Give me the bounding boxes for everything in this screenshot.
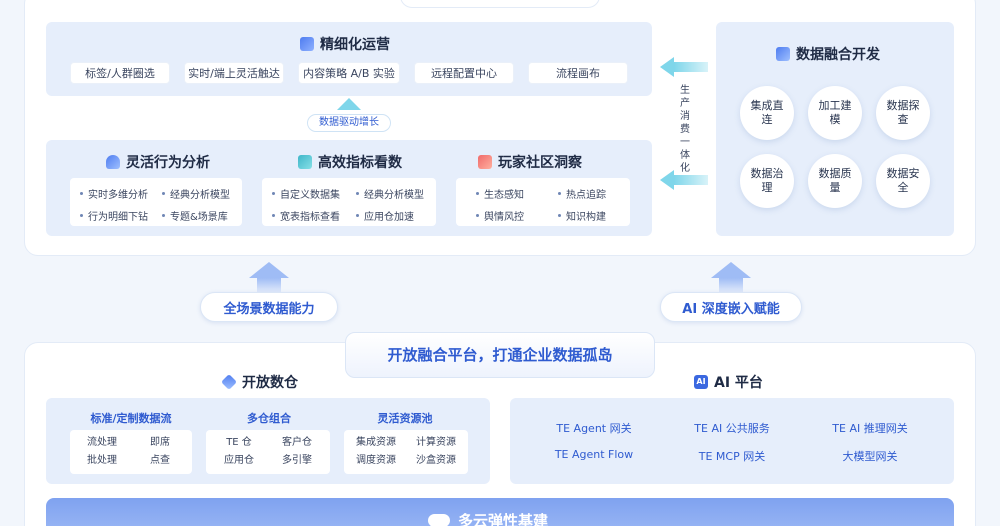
fusion-circle: 加工建模 [808, 86, 862, 140]
list-item: 知识构建 [558, 204, 606, 226]
group-cell: 计算资源 [416, 437, 456, 448]
fusion-circle: 数据安全 [876, 154, 930, 208]
metrics-list-2: 经典分析模型 应用仓加速 [356, 182, 424, 226]
cloud-icon [428, 514, 450, 526]
group-card [206, 430, 330, 474]
ai-item: TE Agent 网关 [556, 422, 632, 435]
fusion-title: 数据融合开发 [776, 44, 880, 64]
ai-item: TE Agent Flow [554, 448, 634, 461]
fusion-circle: 数据探查 [876, 86, 930, 140]
fusion-circle: 数据质量 [808, 154, 862, 208]
community-title: 玩家社区洞察 [478, 152, 582, 172]
up-arrow-shaft [257, 278, 281, 292]
metrics-card [262, 178, 436, 226]
list-item: 应用仓加速 [356, 204, 424, 226]
fusion-section: 数据融合开发 集成直连 加工建模 数据探查 数据治理 数据质量 数据安全 [716, 22, 954, 236]
monitor-icon [300, 37, 314, 51]
ai-title: AI AI 平台 [694, 372, 763, 392]
group-cell: 集成资源 [356, 437, 396, 448]
arrow-left-icon [660, 170, 674, 190]
ai-item: TE AI 公共服务 [694, 422, 770, 435]
behavior-title: 灵活行为分析 [106, 152, 210, 172]
fusion-circle: 数据治理 [740, 154, 794, 208]
community-list: 生态感知 舆情风控 [476, 182, 524, 226]
ai-item: TE MCP 网关 [698, 450, 766, 463]
chat-icon [478, 155, 492, 169]
growth-label: 数据驱动增长 [307, 114, 391, 132]
fusion-circle: 集成直连 [740, 86, 794, 140]
ops-chip: 实时/端上灵活触达 [184, 62, 284, 84]
banner: 开放融合平台，打通企业数据孤岛 [345, 332, 655, 378]
list-item: 经典分析模型 [356, 182, 424, 204]
list-item: 实时多维分析 [80, 182, 148, 204]
list-item: 自定义数据集 [272, 182, 340, 204]
dashboard-icon [298, 155, 312, 169]
ops-chip: 流程画布 [528, 62, 628, 84]
top-cutoff-box [400, 0, 600, 8]
community-card [456, 178, 630, 226]
bottom-bar [46, 498, 954, 526]
up-arrow-icon [711, 262, 751, 278]
warehouse-section: 标准/定制数据流 流处理 即席 批处理 点查 多仓组合 TE 仓 客户仓 应用仓… [46, 398, 490, 484]
arrow-left-icon [660, 57, 674, 77]
ops-chip: 远程配置中心 [414, 62, 514, 84]
ai-item: TE AI 推理网关 [832, 422, 908, 435]
group-cell: 调度资源 [356, 455, 396, 466]
group-cell: TE 仓 [226, 437, 252, 448]
group-cell: 即席 [150, 437, 170, 448]
community-list-2: 热点追踪 知识构建 [558, 182, 606, 226]
list-item: 舆情风控 [476, 204, 524, 226]
list-item: 宽表指标查看 [272, 204, 340, 226]
up-arrow-shaft [719, 278, 743, 292]
code-icon [776, 47, 790, 61]
arrow-left-shaft [674, 175, 708, 185]
pill-left: 全场景数据能力 [200, 292, 338, 322]
ops-chip: 内容策略 A/B 实验 [298, 62, 400, 84]
ops-chip: 标签/人群圈选 [70, 62, 170, 84]
ops-title: 精细化运营 [300, 34, 390, 54]
ai-section: TE Agent 网关 TE AI 公共服务 TE AI 推理网关 TE Age… [510, 398, 954, 484]
bottom-title: 多云弹性基建 [428, 510, 548, 526]
list-item: 热点追踪 [558, 182, 606, 204]
list-item: 生态感知 [476, 182, 524, 204]
vertical-label: 生产消费一体化 [680, 85, 690, 174]
list-item: 行为明细下钻 [80, 204, 148, 226]
layers-icon [221, 374, 237, 390]
ai-badge-icon: AI [694, 375, 708, 389]
warehouse-title: 开放数仓 [221, 372, 298, 392]
group-title: 灵活资源池 [377, 412, 433, 425]
group-cell: 点查 [150, 455, 170, 466]
metrics-title: 高效指标看数 [298, 152, 402, 172]
group-card [344, 430, 468, 474]
group-card [70, 430, 192, 474]
ai-item: 大模型网关 [842, 450, 898, 463]
group-cell: 沙盒资源 [416, 455, 456, 466]
analysis-section: 灵活行为分析 实时多维分析 行为明细下钻 经典分析模型 专题&场景库 高效指标看… [46, 140, 652, 236]
group-cell: 批处理 [87, 455, 117, 466]
metrics-list: 自定义数据集 宽表指标查看 [272, 182, 340, 226]
group-cell: 应用仓 [224, 455, 254, 466]
behavior-card [70, 178, 242, 226]
list-item: 经典分析模型 [162, 182, 230, 204]
group-title: 多仓组合 [247, 412, 291, 425]
growth-arrow-icon [337, 98, 361, 110]
list-item: 专题&场景库 [162, 204, 230, 226]
group-cell: 流处理 [87, 437, 117, 448]
pill-right: AI 深度嵌入赋能 [660, 292, 802, 322]
behavior-list: 实时多维分析 行为明细下钻 [80, 182, 148, 226]
up-arrow-icon [249, 262, 289, 278]
group-cell: 多引擎 [282, 455, 312, 466]
group-cell: 客户仓 [282, 437, 312, 448]
user-icon [106, 155, 120, 169]
ops-section: 精细化运营 标签/人群圈选 实时/端上灵活触达 内容策略 A/B 实验 远程配置… [46, 22, 652, 96]
behavior-list-2: 经典分析模型 专题&场景库 [162, 182, 230, 226]
group-title: 标准/定制数据流 [90, 412, 172, 425]
arrow-left-shaft [674, 62, 708, 72]
